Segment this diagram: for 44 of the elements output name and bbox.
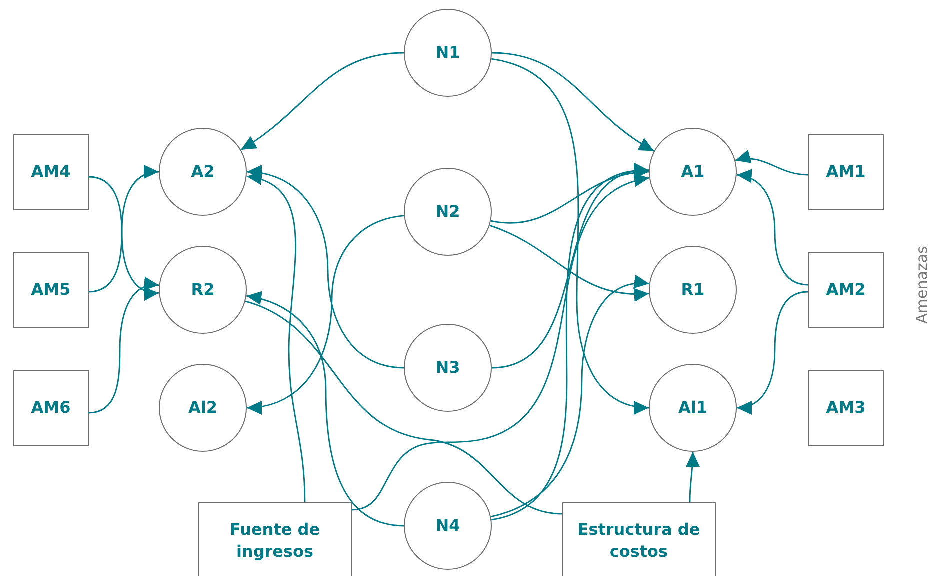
arrow	[491, 58, 650, 414]
node-label: N2	[436, 201, 460, 223]
node-label: R1	[681, 279, 705, 301]
process-box	[198, 502, 352, 576]
node-label: Fuente de ingresos	[228, 519, 322, 562]
node-label: AM5	[31, 279, 71, 301]
arrow	[735, 150, 808, 176]
process-box	[13, 134, 89, 210]
side-label: Amenazas	[912, 246, 931, 324]
node-label: AM6	[31, 397, 71, 419]
node-label: AM1	[826, 161, 866, 183]
arrow	[352, 176, 650, 511]
arrow	[686, 452, 700, 502]
node-label: Al2	[188, 397, 218, 419]
arrow	[490, 224, 650, 302]
node-label: N4	[436, 515, 460, 537]
arrow	[491, 164, 650, 521]
process-box	[562, 502, 716, 576]
arrow	[246, 173, 306, 502]
arrow	[492, 52, 655, 152]
node-label: A2	[191, 161, 215, 183]
arrow	[736, 170, 808, 286]
node-label: AM4	[31, 161, 71, 183]
node-label: AM3	[826, 397, 866, 419]
process-box	[13, 252, 89, 328]
arrow	[246, 292, 404, 527]
node-label: N1	[436, 42, 460, 64]
node-label: Estructura de costos	[576, 519, 702, 562]
arrow	[240, 52, 404, 151]
arrow	[490, 276, 650, 518]
arrow	[246, 215, 404, 414]
node-label: R2	[191, 279, 215, 301]
node-label: A1	[681, 161, 705, 183]
node-label: Al1	[678, 397, 708, 419]
connector-line	[245, 300, 562, 515]
process-box	[808, 252, 884, 328]
node-label: N3	[436, 357, 460, 379]
process-box	[808, 370, 884, 446]
arrow	[88, 278, 160, 414]
process-box	[808, 134, 884, 210]
arrow	[246, 166, 404, 369]
arrow	[736, 291, 808, 414]
node-label: AM2	[826, 279, 866, 301]
process-box	[13, 370, 89, 446]
